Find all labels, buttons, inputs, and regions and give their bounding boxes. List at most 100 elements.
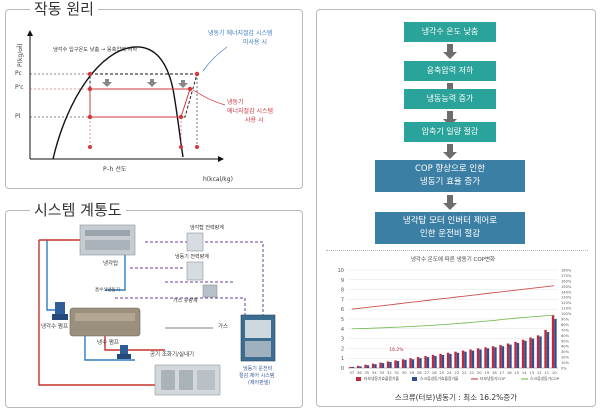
chart-bar: [531, 338, 535, 368]
flow-result-cop-line2: 냉동기 효율 증가: [419, 177, 481, 187]
chart-x-tick: 24: [447, 370, 452, 375]
chart-bar: [356, 365, 360, 368]
chart-bar: [514, 341, 517, 368]
chart-bar: [539, 336, 542, 368]
chart-x-tick: 27: [424, 370, 429, 375]
chart-y-tick: 0: [341, 366, 344, 372]
flow-result-savings-line2: 인한 운전비 절감: [419, 229, 481, 239]
flow-result-cop: COP 향상으로 인한 냉동기 효율 증가: [375, 160, 525, 192]
cycle-points: [87, 71, 200, 149]
chart-bar: [351, 366, 355, 368]
chart-bar: [381, 363, 385, 368]
label-cooling-water-pump: 냉각수 펌프: [41, 322, 68, 330]
chart-bar: [396, 360, 400, 368]
chart-bar: [546, 332, 550, 368]
chart-bar: [551, 315, 555, 368]
chart-bar: [424, 356, 427, 368]
chart-bar: [431, 354, 435, 368]
chart-bar: [404, 359, 407, 368]
chart-y-tick: 2: [341, 346, 344, 352]
chart-y2-tick: 0%: [561, 367, 567, 371]
chart-x-tick: 33: [379, 370, 384, 375]
chart-bar: [529, 337, 532, 368]
chart-legend-swatch: [356, 377, 361, 381]
chart-bar: [449, 353, 452, 368]
chart-x-tick: 22: [462, 370, 467, 375]
cooling-water-pump-icon: [52, 302, 68, 320]
label-chilled-water-pump: 냉수 펌프: [97, 338, 119, 346]
chart-y2-tick: 90%: [561, 318, 570, 322]
chart-bar: [536, 335, 540, 368]
chart-x-tick: 21: [469, 370, 474, 375]
chart-x-tick: 26: [432, 370, 437, 375]
chart-bar: [446, 352, 450, 368]
chart-y2-tick: 10%: [561, 361, 570, 365]
chart-y2-tick: 100%: [561, 312, 572, 316]
chart-bar: [374, 364, 377, 368]
chart-bar: [491, 346, 495, 368]
chart-bar: [499, 345, 502, 368]
chart-x-tick: 19: [484, 370, 489, 375]
chart-y-tick: 9: [341, 278, 344, 284]
chart-y-tick: 7: [341, 297, 344, 303]
note-used-pointer: [192, 89, 226, 106]
chart-bar: [521, 339, 525, 368]
chart-bar: [461, 350, 465, 368]
chart-bar: [554, 319, 557, 368]
chart-x-tick: 32: [387, 370, 392, 375]
chart-bar: [524, 340, 527, 368]
chart-y-tick: 1: [341, 356, 344, 362]
chart-legend-label: 스크류냉동기COP: [530, 376, 560, 381]
label-control-system-3: (제어판넬): [248, 379, 270, 386]
system-diagram-panel: [5, 210, 303, 408]
chart-bar: [419, 358, 422, 368]
cop-chart: 냉각수 온도에 따른 냉동기 COP변화0123456789100%10%20%…: [338, 255, 572, 402]
chart-x-tick: 14: [522, 370, 527, 375]
chart-series-line: [351, 285, 555, 310]
chart-x-tick: 35: [364, 370, 369, 375]
system-diagram-title: 시스템 계통도: [30, 202, 126, 218]
ph-x-axis-label: h(kcal/kg): [203, 176, 233, 183]
saturation-dome: [52, 46, 184, 160]
flow-arrow-1-icon: [443, 44, 457, 59]
chart-y2-tick: 30%: [561, 350, 570, 354]
system-diagram: 냉각탑 냉각탑 전력량계 냉동기 전력량계 가스 유량계 가스 냉각수 펌프 흡…: [38, 224, 276, 396]
chart-y2-tick: 70%: [561, 328, 570, 332]
label-control-system-1: 냉동기 운전비: [243, 365, 272, 372]
pressure-drop-arrows: [102, 79, 188, 88]
chart-x-tick: 13: [529, 370, 534, 375]
label-air-handler: 공기 조화기/실내기: [150, 350, 194, 358]
chart-bar: [389, 362, 392, 368]
chart-x-tick: 28: [417, 370, 422, 375]
ph-curve-label: P–h 선도: [103, 165, 127, 173]
chart-x-tick: 11: [544, 370, 549, 375]
chart-bar: [479, 349, 482, 368]
note-used-line1: 냉동기: [227, 98, 244, 106]
chart-y-tick: 5: [341, 317, 344, 323]
chilled-water-pump-icon: [117, 345, 131, 359]
chart-legend-label: 터보냉동기효율증가율: [364, 376, 399, 381]
label-gas: 가스: [218, 322, 228, 330]
chart-legend-swatch: [412, 377, 417, 381]
chart-bar: [379, 362, 382, 368]
chart-y2-tick: 170%: [561, 274, 572, 278]
flow-step-2: 응축압력 저하: [404, 61, 496, 81]
chart-bar: [394, 360, 397, 368]
operating-principle-title: 작동 원리: [30, 1, 98, 17]
ph-y-axis-label: P(kg/㎠): [16, 43, 24, 67]
chart-bar: [469, 349, 472, 368]
chart-bar: [476, 348, 480, 368]
chart-y2-tick: 120%: [561, 301, 572, 305]
chart-x-tick: 10: [552, 370, 557, 375]
chart-x-tick: 34: [372, 370, 377, 375]
chart-y-tick: 3: [341, 337, 344, 343]
chart-bar: [409, 358, 412, 368]
chart-bar: [359, 366, 362, 368]
chart-bar: [416, 357, 420, 368]
chart-y2-tick: 80%: [561, 323, 570, 327]
chart-bar: [516, 342, 520, 368]
flow-step-3: 냉동능력 증가: [404, 89, 496, 109]
chart-y2-tick: 20%: [561, 356, 570, 360]
chart-y2-tick: 140%: [561, 290, 572, 294]
chart-legend-label: 터보냉동기COP: [480, 376, 506, 381]
